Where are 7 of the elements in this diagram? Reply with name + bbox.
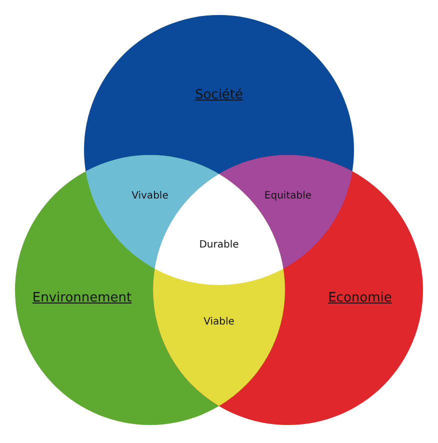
circle-label: Environnement (32, 290, 132, 306)
region-label: Viable (204, 316, 234, 328)
circle-label: Economie (328, 290, 392, 306)
region-label: Durable (199, 239, 239, 250)
region-label: Equitable (264, 190, 312, 202)
region-label: Vivable (132, 190, 168, 202)
circle-label: Société (194, 88, 244, 102)
